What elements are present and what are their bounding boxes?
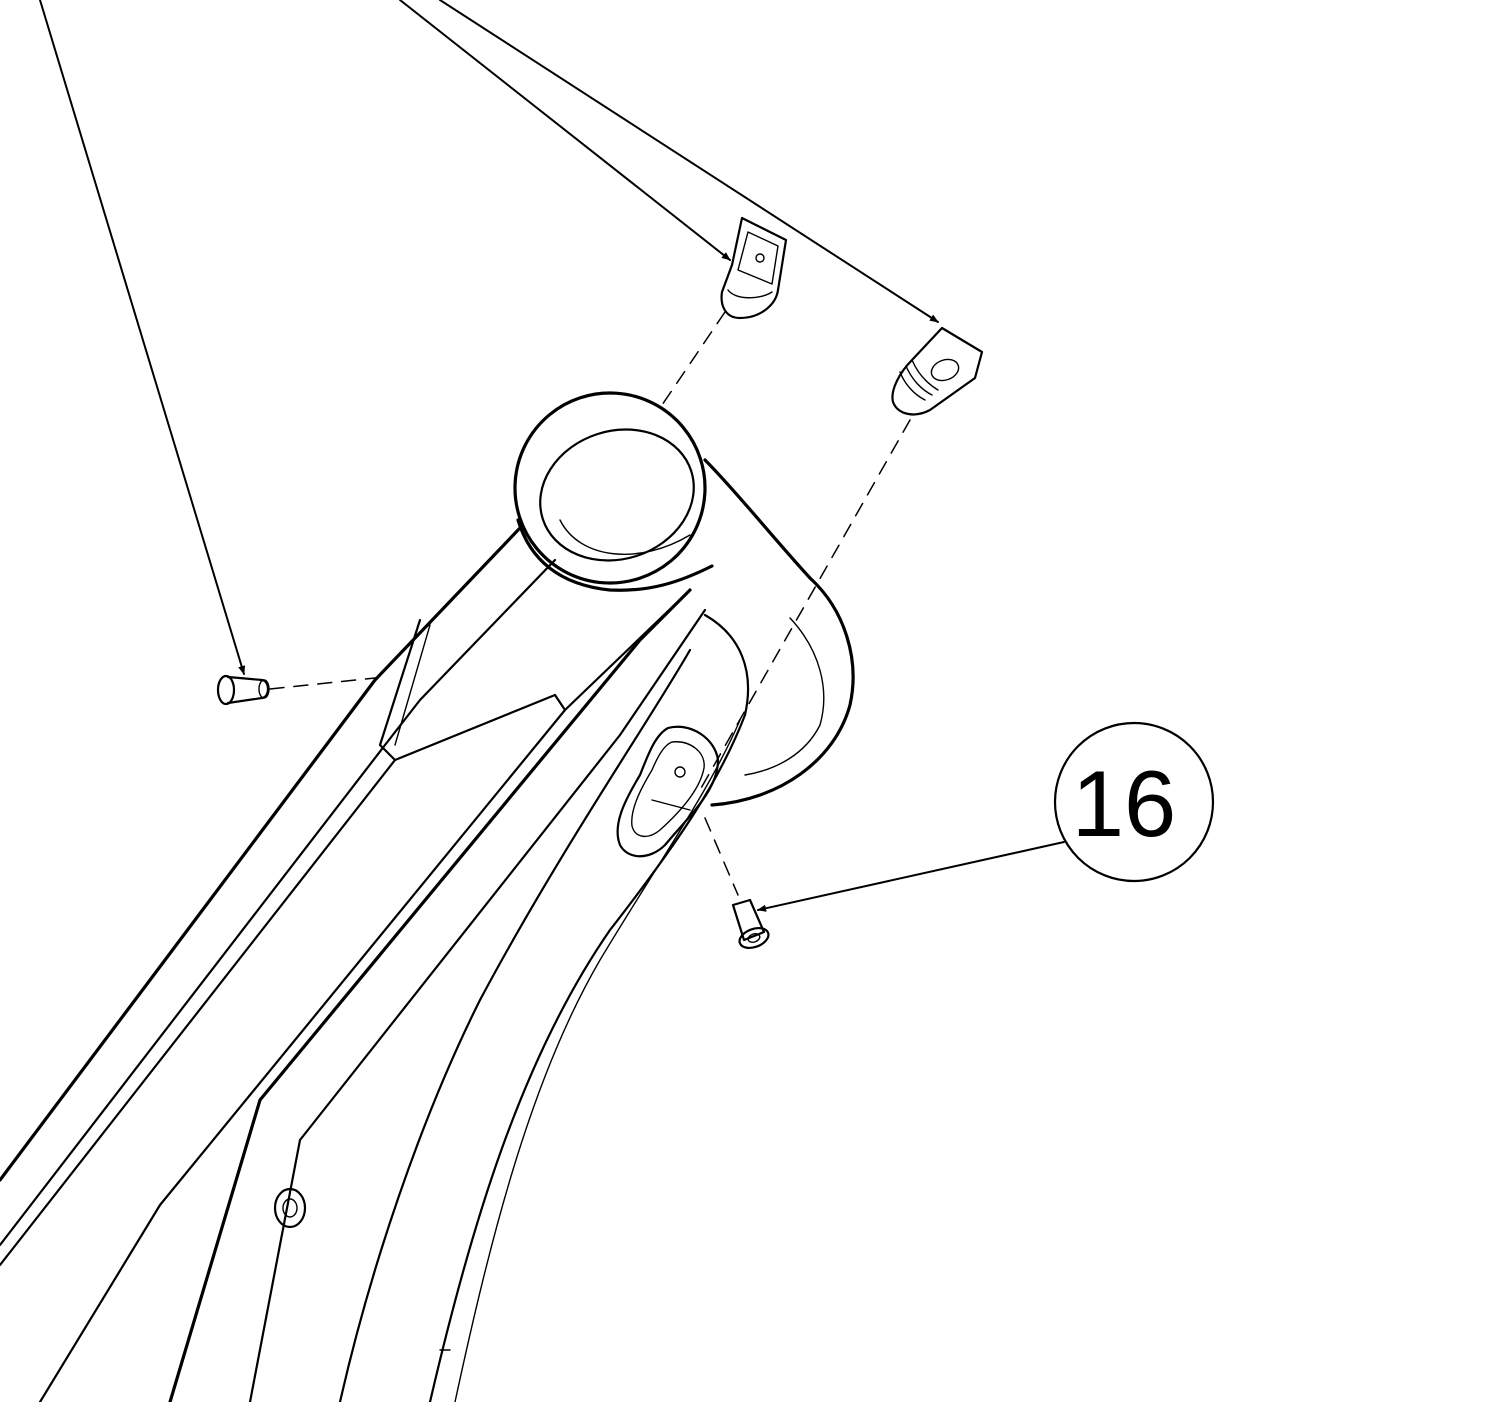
cable-guide-left-lip <box>727 289 773 299</box>
screw-right-shank <box>731 898 766 942</box>
cable-guide-right-ridge-3 <box>911 359 939 391</box>
cable-guide-left-face <box>737 231 779 285</box>
cable-port-detail <box>651 799 691 811</box>
cable-port <box>616 725 720 858</box>
cable-guide-right <box>891 326 984 416</box>
top-tube-facet <box>378 618 557 762</box>
cable-guide-left-hole <box>755 253 765 263</box>
assembly-lines <box>269 311 911 896</box>
head-tube-inner-rim <box>539 428 695 562</box>
assembly-line-right-screw <box>704 817 739 896</box>
head-tube <box>513 391 855 807</box>
screw-right-socket <box>747 933 761 943</box>
cable-guide-right-hole <box>930 358 960 382</box>
screw-left-tip <box>258 679 270 699</box>
callout-balloon-16: 16 <box>1053 721 1215 883</box>
cable-guide-left-body <box>720 216 788 320</box>
down-tube-right-edge <box>428 613 750 1402</box>
head-tube-lower-cup <box>710 576 855 807</box>
callout-circle <box>1053 721 1215 883</box>
down-tube <box>168 588 750 1402</box>
assembly-line-left-guide <box>659 311 726 409</box>
leader-arrow-left-guide <box>399 0 731 261</box>
cable-port-screw-hole <box>674 766 686 778</box>
cable-port-outer <box>616 725 720 858</box>
down-tube-left-edge <box>168 588 692 1402</box>
top-tube-facet-inner <box>394 624 431 746</box>
screw-right <box>731 898 770 949</box>
down-tube-center-line <box>338 648 692 1402</box>
cable-guide-left <box>720 216 788 320</box>
top-tube-lower-edge <box>38 708 567 1402</box>
head-tube-lower-shading <box>744 617 825 776</box>
bottle-boss <box>273 1187 307 1229</box>
top-tube <box>0 526 692 1402</box>
screw-left <box>216 674 270 706</box>
assembly-line-left-screw <box>269 677 376 690</box>
screw-left-head <box>216 674 236 706</box>
top-tube-upper-edge <box>0 526 522 1182</box>
bottle-boss-outer <box>273 1187 307 1229</box>
leader-arrow-left-screw <box>39 0 246 675</box>
leader-arrow-callout-16 <box>757 841 1065 912</box>
cable-port-inner <box>631 741 705 837</box>
down-tube-left-inner <box>248 608 707 1402</box>
head-tube-bore-edge <box>559 519 691 555</box>
cable-guide-right-ridge-1 <box>899 371 926 401</box>
cable-guide-right-body <box>891 326 984 416</box>
leader-arrows <box>39 0 1065 912</box>
cable-guide-right-ridge-2 <box>905 365 933 396</box>
screw-right-head <box>738 927 770 949</box>
head-tube-front-edge <box>516 518 714 592</box>
top-tube-ridge <box>0 558 557 1247</box>
head-tube-outer-rim <box>513 391 707 585</box>
bottle-boss-inner <box>282 1198 298 1218</box>
leader-arrow-right-guide <box>439 0 939 323</box>
head-tube-side-right <box>703 458 812 580</box>
down-tube-right-inner <box>454 719 741 1402</box>
assembly-line-right-guide <box>699 419 911 791</box>
top-tube-lower-ridge <box>0 758 397 1267</box>
callout-label: 16 <box>1072 751 1177 856</box>
